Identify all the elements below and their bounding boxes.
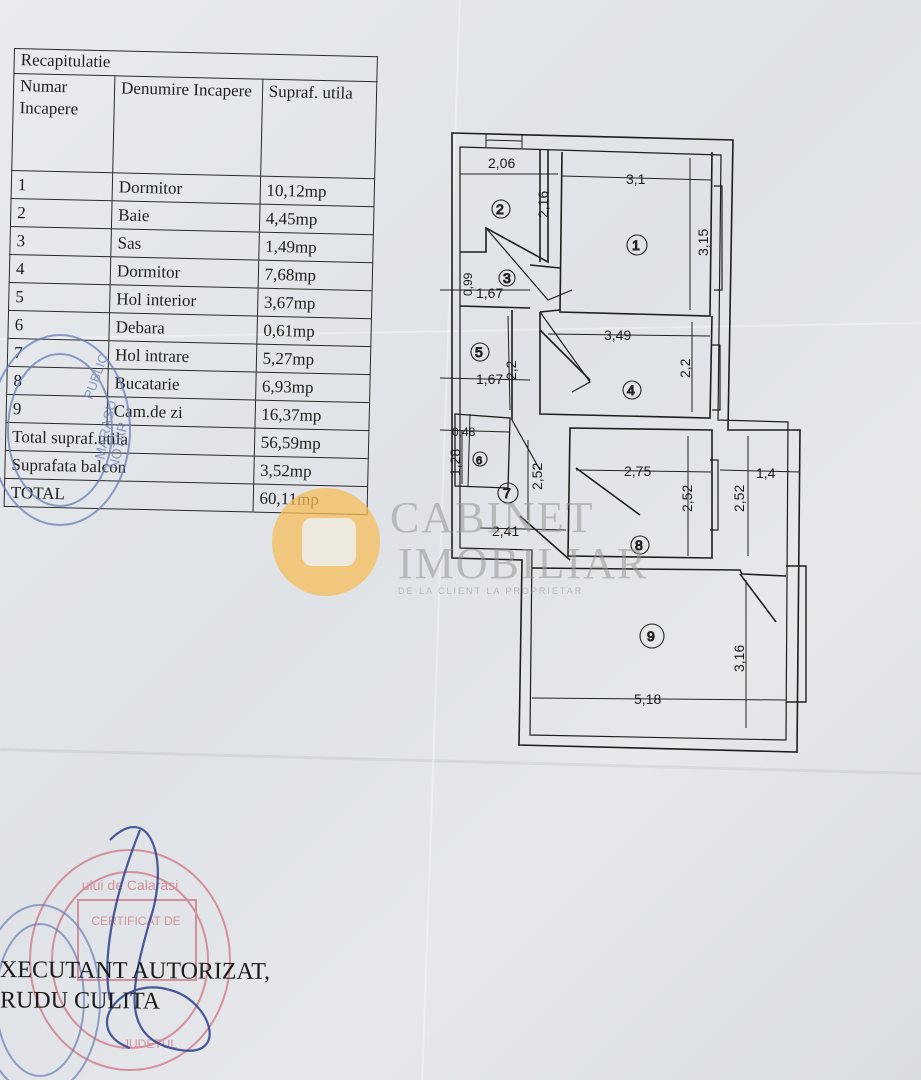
dimension-label: 2,75 (624, 463, 651, 479)
watermark-logo-cutout (302, 518, 356, 566)
dimension-label: 1,67 (476, 285, 503, 301)
dimension-label: 2,2 (503, 360, 519, 380)
dimension-label: 2,52 (529, 463, 545, 490)
plan-walls (451, 132, 807, 753)
room-number-label: 9 (647, 628, 655, 644)
room-number-label: 3 (503, 270, 511, 286)
dimension-label: 2,52 (731, 485, 747, 512)
dimension-label: 3,49 (604, 327, 631, 343)
watermark-line-2: IMOBILIAR (398, 539, 649, 588)
dimension-label: 3,15 (695, 229, 711, 256)
dimension-label: 0,99 (461, 272, 475, 296)
dimension-label: 3,1 (626, 171, 646, 187)
dimension-label: 2,41 (492, 523, 519, 539)
dimension-label: 3,16 (731, 645, 747, 672)
room-number-label: 4 (627, 382, 635, 398)
dimension-label: 2,52 (679, 485, 695, 512)
room-number-label: 1 (632, 237, 640, 253)
room-number-label: 5 (475, 344, 483, 360)
room-number-label: 2 (496, 201, 504, 217)
watermark-tagline: DE LA CLIENT LA PROPRIETAR (398, 586, 584, 596)
dimension-lines (439, 158, 801, 728)
dimension-label: 1,67 (476, 371, 503, 387)
room-labels: 2 1 3 4 5 6 7 8 9 (470, 199, 665, 649)
dimension-label: 2,06 (488, 155, 515, 171)
watermark-line-1: CABINET (390, 493, 595, 542)
room-number-label: 8 (635, 537, 643, 553)
dimension-labels: 2,06 3,1 2,16 3,15 0,99 1,67 3,49 1,67 2… (447, 155, 776, 707)
room-number-label: 6 (476, 455, 482, 467)
dimension-label: 2,16 (535, 191, 551, 218)
dimension-label: 1,28 (447, 449, 463, 476)
dimension-label: 5,18 (634, 691, 661, 707)
dimension-label: 0,48 (452, 425, 476, 439)
dimension-label: 1,4 (756, 465, 776, 481)
room-number-label: 7 (503, 485, 511, 501)
executor-title: XECUTANT AUTORIZAT, (0, 957, 271, 985)
dimension-label: 2,2 (677, 358, 693, 378)
executor-name: RUDU CULITA (0, 987, 161, 1015)
